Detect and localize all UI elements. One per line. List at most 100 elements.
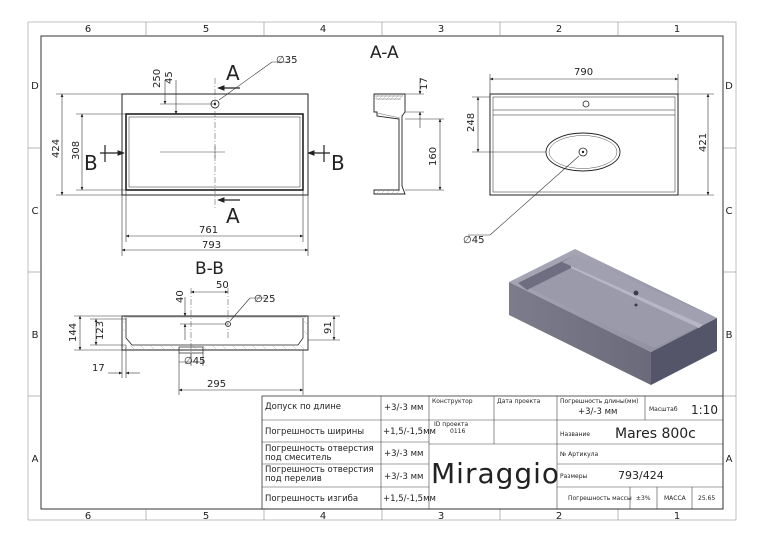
tol-faucet-hole-label: Погрешность отверстия под смеситель: [265, 444, 376, 463]
top-view: [56, 61, 330, 256]
zone-col-1: 1: [674, 24, 680, 35]
name-label: Название: [560, 431, 590, 438]
product-name: Mares 800c: [615, 426, 696, 442]
render-front-face: [509, 282, 651, 385]
zone-col-6: 6: [85, 24, 91, 35]
section-bb: [74, 288, 340, 395]
zone-row-labels-left: D C B A: [31, 81, 39, 465]
project-id-value: 0116: [450, 428, 465, 435]
dim-295: 295: [207, 379, 226, 390]
dim-308: 308: [71, 141, 82, 160]
zone-col-6: 6: [85, 511, 91, 522]
title-block: [261, 395, 724, 510]
tol-bend-value: +1,5/-1,5мм: [383, 494, 436, 504]
basin-3d-render: [509, 249, 717, 385]
dim-248: 248: [466, 113, 477, 132]
zone-col-3: 3: [438, 24, 444, 35]
section-marker-a-bottom-label: A: [226, 204, 240, 228]
faucet-hole-side: [582, 100, 590, 108]
section-aa-hatch: [373, 93, 405, 195]
zone-column-labels-top: 6 5 4 3 2 1: [85, 24, 680, 35]
article-label: № Артикула: [560, 451, 598, 458]
mass-tol-label: Погрешность массы: [568, 495, 632, 502]
mass-label: МАССА: [664, 495, 687, 502]
render-bowl-wall-back: [518, 257, 571, 290]
dim-drain-45-bb: ∅45: [184, 356, 205, 367]
center-lines: [160, 78, 225, 210]
dim-50: 50: [216, 280, 229, 291]
length-tol-label: Погрешность длины(мм): [560, 398, 638, 405]
dim-91: 91: [323, 321, 334, 334]
dim-hole-25: ∅25: [254, 294, 275, 305]
zone-row-c: C: [32, 206, 39, 217]
date-label: Дата проекта: [497, 398, 541, 405]
designer-label: Конструктор: [432, 398, 473, 405]
side-view-outline: [489, 93, 679, 196]
zone-row-c: C: [726, 206, 733, 217]
dim-45: 45: [164, 71, 175, 84]
tol-faucet-hole-label-text: Погрешность отверстия: [265, 444, 374, 454]
zone-col-2: 2: [556, 511, 562, 522]
section-aa: [373, 78, 444, 195]
section-marker-b: [100, 145, 330, 162]
zone-col-3: 3: [438, 511, 444, 522]
scale-label: Масштаб: [649, 406, 678, 413]
dim-17: 17: [419, 77, 430, 90]
section-marker-b-left-label: B: [84, 151, 98, 175]
tol-overflow-hole-label-text: Погрешность отверстия: [265, 465, 374, 475]
zone-col-1: 1: [674, 511, 680, 522]
tol-bend-label: Погрешность изгиба: [265, 494, 358, 504]
zone-col-4: 4: [320, 24, 326, 35]
tol-length-value: +3/-3 мм: [384, 403, 423, 413]
dim-40: 40: [175, 290, 186, 303]
zone-column-labels-bottom: 6 5 4 3 2 1: [85, 511, 680, 522]
tol-overflow-hole-label: Погрешность отверстия под перелив: [265, 465, 376, 484]
section-bb-title: B-B: [195, 259, 224, 279]
tol-width-value: +1,5/-1,5мм: [383, 427, 436, 437]
section-bb-dims: [74, 290, 340, 395]
section-aa-profile: [373, 93, 406, 195]
dimension-lines: [56, 61, 309, 256]
drain-hole: [578, 147, 588, 157]
section-bb-center-lines: [190, 288, 229, 358]
dim-144: 144: [68, 323, 79, 342]
section-marker-a: [217, 85, 240, 203]
dim-17-bb: 17: [92, 363, 105, 374]
side-view-dims: [468, 74, 714, 236]
render-drain: [634, 303, 638, 307]
zone-col-5: 5: [203, 24, 209, 35]
basin-bowl-inner: [128, 116, 301, 188]
section-aa-dims: [405, 78, 444, 191]
brand-logo-text: Miraggio: [431, 457, 560, 490]
mass-value: 25.65: [698, 495, 715, 502]
zone-row-labels-right: D C B A: [725, 81, 733, 465]
basin-bowl: [125, 113, 304, 191]
zone-row-a: A: [32, 454, 39, 465]
dim-790: 790: [574, 67, 593, 78]
section-bb-profile: [121, 315, 309, 351]
scale-value: 1:10: [691, 403, 718, 417]
zone-row-b: B: [32, 330, 39, 341]
zone-row-d: D: [31, 81, 39, 92]
zone-row-d: D: [725, 81, 733, 92]
title-block-tolerances: Допуск по длине +3/-3 мм Погрешность шир…: [265, 402, 436, 504]
section-marker-a-top-label: A: [226, 61, 240, 85]
zone-col-2: 2: [556, 24, 562, 35]
section-bb-hatch: [121, 319, 309, 351]
dim-drain-45: ∅45: [463, 235, 484, 246]
side-view: [468, 74, 714, 236]
tol-width-label: Погрешность ширины: [265, 427, 364, 437]
drawing-frame: [27, 21, 737, 521]
dim-424: 424: [51, 139, 62, 158]
render-faucet-hole: [633, 290, 639, 296]
render-bowl: [518, 257, 707, 348]
tol-length-label: Допуск по длине: [265, 402, 341, 412]
dim-hole-35: ∅35: [276, 55, 297, 66]
section-marker-b-right-label: B: [331, 151, 345, 175]
section-aa-title: A-A: [370, 43, 399, 63]
dim-761: 761: [199, 225, 218, 236]
title-block-meta: Конструктор Дата проекта ID проекта 0116…: [431, 398, 718, 502]
dim-793: 793: [202, 240, 221, 251]
size-label: Размеры: [560, 473, 588, 480]
